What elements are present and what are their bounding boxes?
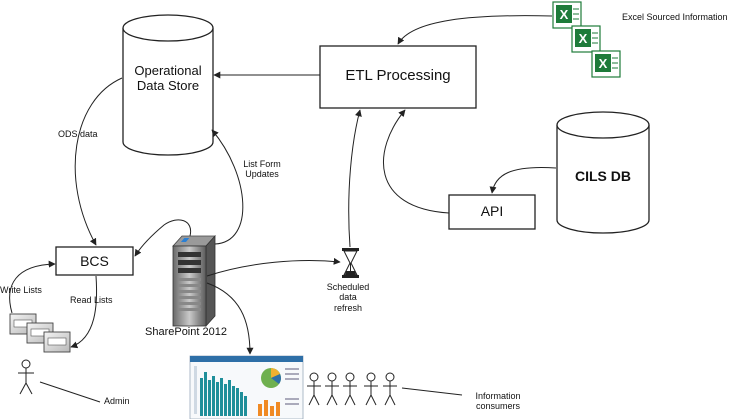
ods-label: Operational Data Store bbox=[134, 63, 202, 93]
ods-data-label: ODS data bbox=[58, 129, 98, 139]
arrow-refresh-to-etl bbox=[348, 109, 362, 248]
excel-file-icon: X bbox=[552, 1, 582, 29]
arrow-sharepoint-to-refresh bbox=[206, 257, 341, 277]
excel-file-icon: X bbox=[571, 25, 601, 53]
svg-text:X: X bbox=[599, 56, 608, 71]
sharepoint-label: SharePoint 2012 bbox=[145, 326, 227, 338]
svg-text:X: X bbox=[560, 7, 569, 22]
hourglass-icon bbox=[342, 248, 359, 278]
etl-label: ETL Processing bbox=[345, 67, 451, 84]
read-lists-label: Read Lists bbox=[70, 295, 113, 305]
admin-label: Admin bbox=[104, 396, 130, 406]
consumer-figure bbox=[383, 372, 397, 406]
api-box bbox=[448, 194, 536, 230]
consumer-figure bbox=[307, 372, 321, 406]
connector-admin bbox=[39, 381, 101, 403]
cils-db-label: CILS DB bbox=[575, 168, 631, 184]
list-form-documents-icon bbox=[9, 313, 71, 353]
arrow-sharepoint-to-dashboard bbox=[206, 282, 254, 355]
arrow-server-to-bcs bbox=[134, 219, 192, 257]
arrow-excel-to-etl bbox=[397, 15, 553, 45]
excel-file-icon: X bbox=[591, 50, 621, 78]
cils-db-cylinder bbox=[556, 111, 650, 234]
admin-figure bbox=[18, 359, 34, 395]
dashboard-thumbnail bbox=[189, 355, 304, 419]
arrow-bcs-to-documents bbox=[70, 275, 98, 349]
api-label: API bbox=[480, 203, 504, 219]
bcs-label: BCS bbox=[80, 253, 109, 269]
consumer-figure bbox=[325, 372, 339, 406]
connector-consumers bbox=[401, 387, 463, 396]
arrow-api-to-etl bbox=[383, 109, 450, 214]
svg-text:X: X bbox=[579, 31, 588, 46]
arrow-documents-to-bcs bbox=[9, 260, 56, 314]
consumer-figure bbox=[364, 372, 378, 406]
consumer-figure bbox=[343, 372, 357, 406]
ods-cylinder bbox=[122, 14, 214, 156]
write-lists-label: Write Lists bbox=[0, 285, 42, 295]
server-icon bbox=[172, 234, 216, 328]
consumers-label: Information consumers bbox=[475, 391, 521, 412]
arrow-cils-to-api bbox=[489, 166, 557, 194]
excel-label: Excel Sourced Information bbox=[622, 12, 728, 22]
bcs-box bbox=[55, 246, 134, 276]
list-form-updates-label: List Form Updates bbox=[243, 159, 281, 180]
etl-box bbox=[319, 45, 477, 109]
arrow-sharepoint-to-ods bbox=[211, 129, 244, 245]
arrow-ods-to-bcs bbox=[74, 77, 123, 246]
scheduled-refresh-label: Scheduled data refresh bbox=[326, 282, 370, 313]
